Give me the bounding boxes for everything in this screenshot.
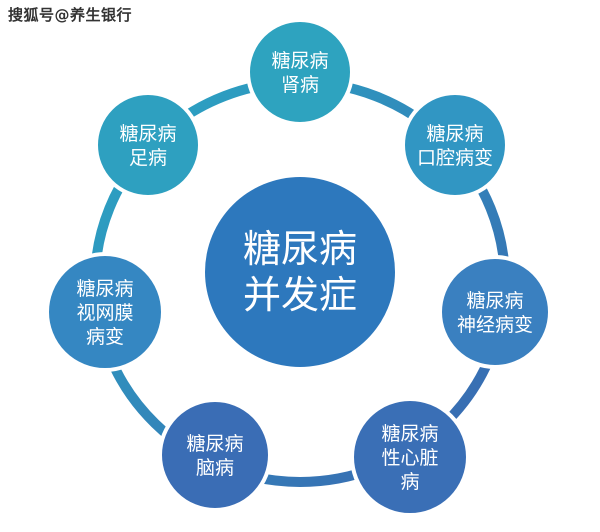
node-label: 糖尿病 xyxy=(381,423,438,445)
node-label: 脑病 xyxy=(196,457,234,479)
node-circle xyxy=(401,91,509,199)
node-label: 糖尿病 xyxy=(466,290,523,312)
node-label: 病 xyxy=(400,471,419,493)
node-circle xyxy=(246,18,354,126)
node-circle xyxy=(350,397,470,517)
node-label: 糖尿病 xyxy=(76,278,133,300)
node-label: 糖尿病 xyxy=(119,123,176,145)
center-label-1: 糖尿病 xyxy=(243,227,357,271)
node-label: 肾病 xyxy=(281,74,319,96)
node-label: 糖尿病 xyxy=(271,50,328,72)
node-circle xyxy=(158,398,272,512)
center-circle: 糖尿病 并发症 xyxy=(205,177,395,367)
node-circle xyxy=(45,252,165,372)
center-label-2: 并发症 xyxy=(243,273,357,317)
node-circle xyxy=(438,255,552,369)
node-label: 性心脏 xyxy=(381,447,438,469)
node-label: 视网膜 xyxy=(76,302,133,324)
node-label: 糖尿病 xyxy=(186,433,243,455)
node-circle xyxy=(94,91,202,199)
node-label: 足病 xyxy=(129,147,167,169)
node-label: 口腔病变 xyxy=(417,147,493,169)
node-label: 病变 xyxy=(86,326,124,348)
node-label: 糖尿病 xyxy=(426,123,483,145)
watermark: 搜狐号@养生银行 xyxy=(8,6,133,24)
node-label: 神经病变 xyxy=(457,314,533,336)
